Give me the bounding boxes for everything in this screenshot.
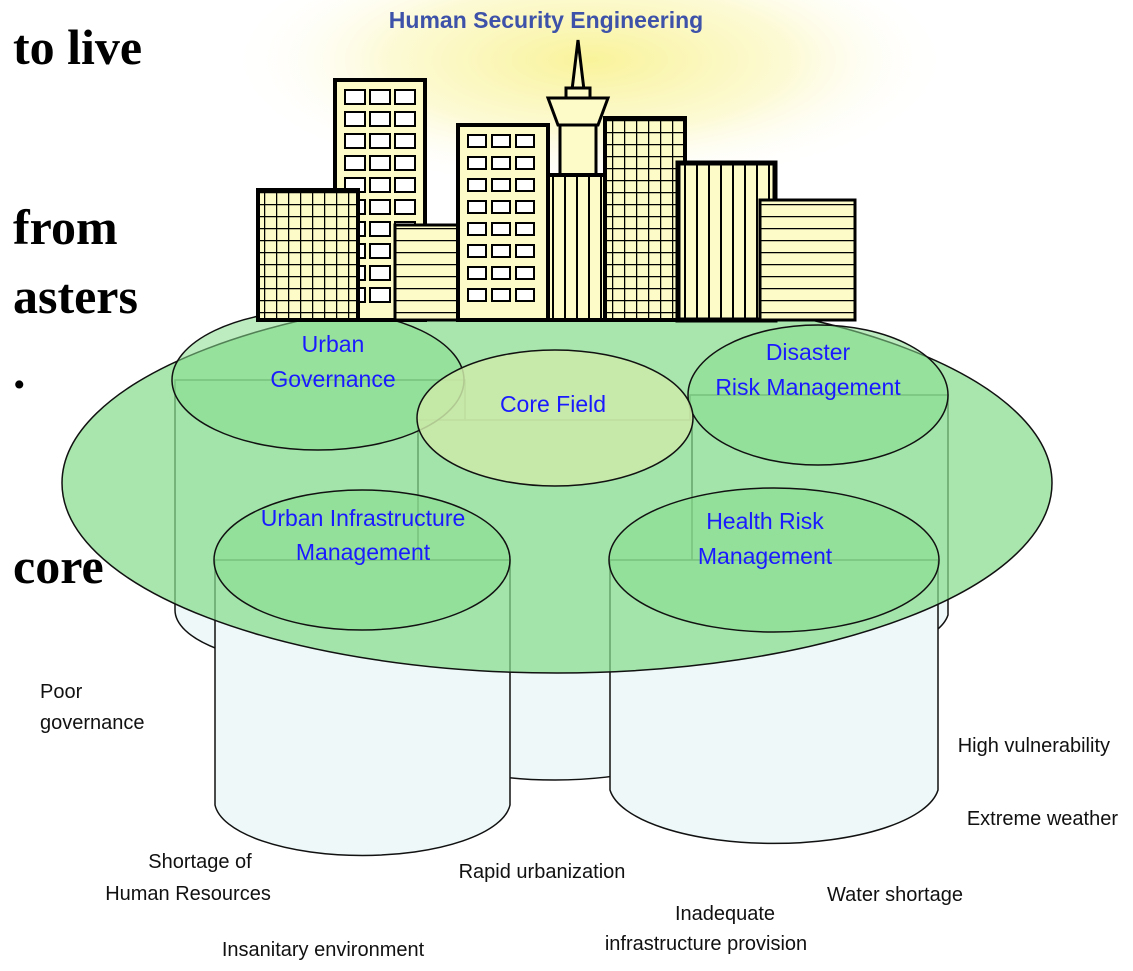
window: [491, 244, 511, 258]
window: [491, 156, 511, 170]
window: [467, 200, 487, 214]
fragment-asters: asters: [13, 268, 138, 324]
window: [467, 222, 487, 236]
label-core-field: Core Field: [500, 391, 606, 417]
window: [369, 287, 391, 303]
svg-text:Management: Management: [296, 539, 431, 565]
label-urban-infrastructure-management: Urban Infrastructure Management: [261, 505, 466, 565]
window: [467, 134, 487, 148]
window: [394, 111, 416, 127]
svg-text:governance: governance: [40, 712, 145, 734]
window: [369, 155, 391, 171]
window: [515, 266, 535, 280]
svg-text:Insanitary environment: Insanitary environment: [222, 939, 425, 961]
window: [491, 178, 511, 192]
window: [394, 133, 416, 149]
window: [369, 89, 391, 105]
diagram-title: Human Security Engineering: [389, 7, 703, 33]
window: [467, 244, 487, 258]
window: [491, 266, 511, 280]
window: [515, 222, 535, 236]
window: [344, 111, 366, 127]
window: [491, 200, 511, 214]
svg-text:Water shortage: Water shortage: [827, 884, 963, 906]
window: [467, 156, 487, 170]
city-skyline: [256, 39, 857, 323]
svg-text:Urban: Urban: [302, 331, 365, 357]
svg-text:Risk Management: Risk Management: [715, 374, 901, 400]
window: [344, 133, 366, 149]
window: [491, 222, 511, 236]
window: [369, 133, 391, 149]
svg-text:Management: Management: [698, 543, 833, 569]
fragment-dot: .: [13, 343, 26, 399]
svg-text:Core Field: Core Field: [500, 391, 606, 417]
cause-shortage-of-human-resources: Shortage of Human Resources: [105, 851, 271, 905]
cause-insanitary-environment: Insanitary environment: [222, 939, 425, 961]
cause-inadequate-infrastructure: Inadequate infrastructure provision: [605, 903, 807, 955]
window: [344, 155, 366, 171]
building-vstripe-center: [546, 173, 610, 322]
label-health-risk-management: Health Risk Management: [698, 508, 833, 569]
cause-high-vulnerability: High vulnerability: [958, 735, 1110, 757]
window: [515, 178, 535, 192]
building-striped-right: [758, 198, 857, 322]
window: [467, 178, 487, 192]
building-striped-low: [393, 223, 462, 322]
window: [467, 266, 487, 280]
label-disaster-risk-management: Disaster Risk Management: [715, 339, 901, 400]
window: [515, 200, 535, 214]
svg-text:Urban Infrastructure: Urban Infrastructure: [261, 505, 466, 531]
cylinder-top-health-risk: [608, 487, 940, 633]
building-grid-left: [256, 188, 360, 322]
label-urban-governance: Urban Governance: [270, 331, 395, 392]
window: [369, 221, 391, 237]
window: [515, 288, 535, 302]
window: [394, 177, 416, 193]
svg-text:Disaster: Disaster: [766, 339, 851, 365]
building-middle: [456, 123, 550, 322]
window: [394, 89, 416, 105]
svg-text:Shortage of: Shortage of: [148, 851, 252, 873]
window: [515, 156, 535, 170]
svg-text:infrastructure provision: infrastructure provision: [605, 933, 807, 955]
window: [369, 177, 391, 193]
tv-tower: [545, 39, 611, 177]
cylinder-top-urban-infrastructure: [213, 489, 511, 631]
window: [369, 111, 391, 127]
svg-text:Extreme weather: Extreme weather: [967, 808, 1119, 830]
cause-extreme-weather: Extreme weather: [967, 808, 1119, 830]
fragment-from: from: [13, 199, 118, 255]
svg-text:Human Resources: Human Resources: [105, 883, 271, 905]
cylinder-top-disaster-risk: [687, 324, 949, 466]
svg-text:Poor: Poor: [40, 681, 83, 703]
cause-water-shortage: Water shortage: [827, 884, 963, 906]
window: [394, 199, 416, 215]
window: [515, 134, 535, 148]
svg-text:Health Risk: Health Risk: [706, 508, 824, 534]
window: [491, 134, 511, 148]
window: [394, 155, 416, 171]
window: [344, 89, 366, 105]
cylinder-top-core-field: [416, 349, 694, 487]
svg-text:High vulnerability: High vulnerability: [958, 735, 1110, 757]
window: [369, 243, 391, 259]
svg-text:Governance: Governance: [270, 366, 395, 392]
svg-text:Inadequate: Inadequate: [675, 903, 775, 925]
fragment-to-live: to live: [13, 19, 142, 75]
window: [369, 199, 391, 215]
cause-rapid-urbanization: Rapid urbanization: [459, 861, 626, 883]
window: [467, 288, 487, 302]
cause-poor-governance: Poor governance: [40, 681, 145, 734]
building-grid-right: [603, 116, 687, 322]
window: [491, 288, 511, 302]
svg-text:Rapid urbanization: Rapid urbanization: [459, 861, 626, 883]
window: [515, 244, 535, 258]
window: [369, 265, 391, 281]
fragment-core: core: [13, 538, 104, 594]
